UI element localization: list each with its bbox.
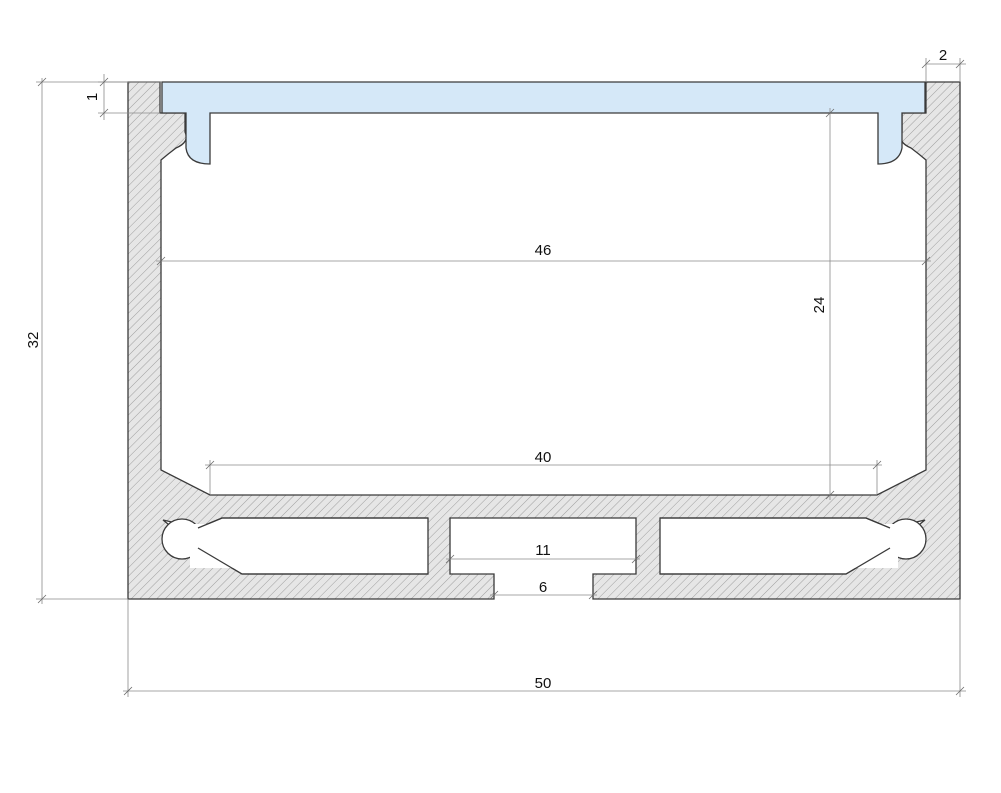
dim-overall-width-label: 50 xyxy=(535,675,552,692)
dim-inner-width-label: 46 xyxy=(535,242,552,259)
dim-overall-height: 32 xyxy=(25,77,128,604)
dim-mount-channel: 11 xyxy=(445,542,641,564)
dim-overall-width: 50 xyxy=(123,599,966,697)
left-channel-neck-outline xyxy=(197,517,428,575)
right-channel-neck-outline xyxy=(660,517,891,575)
dim-overall-height-label: 32 xyxy=(25,332,42,349)
dim-mount-channel-label: 11 xyxy=(535,542,551,559)
diffuser-cover xyxy=(161,81,926,165)
dim-inner-width: 46 xyxy=(156,242,931,266)
dim-inner-height: 24 xyxy=(811,108,835,500)
dim-inner-bottom-width: 40 xyxy=(205,449,882,494)
profile-cross-section xyxy=(127,81,961,600)
dim-cover-thickness: 1 xyxy=(84,74,160,120)
dim-cover-thickness-label: 1 xyxy=(84,93,101,101)
dim-mount-slot-label: 6 xyxy=(539,579,547,596)
dim-wall-thickness: 2 xyxy=(921,47,966,82)
dim-wall-thickness-label: 2 xyxy=(939,47,947,64)
dim-inner-bottom-width-label: 40 xyxy=(535,449,552,466)
dim-inner-height-label: 24 xyxy=(811,297,828,314)
dim-mount-slot: 6 xyxy=(489,579,598,600)
